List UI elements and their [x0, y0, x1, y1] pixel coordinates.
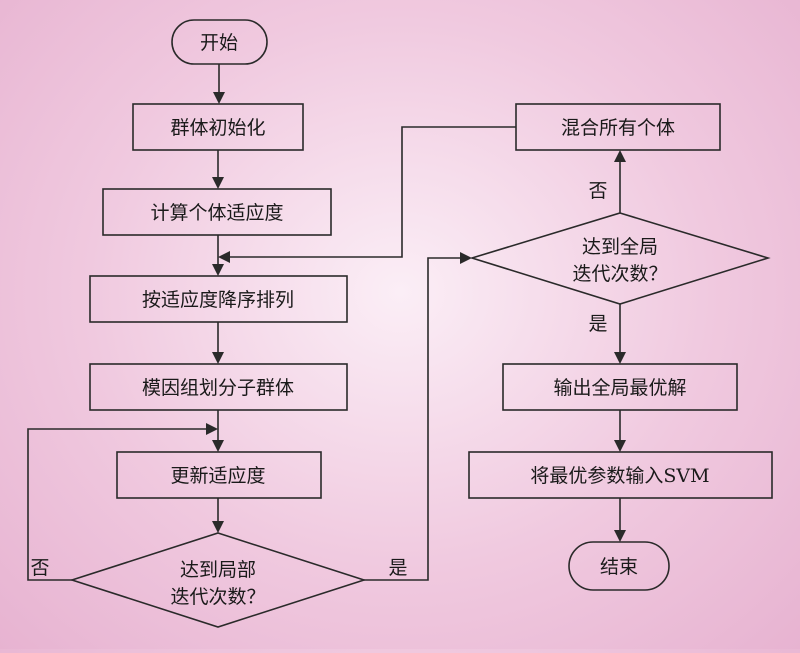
arrow-head-mix	[614, 150, 626, 162]
arrow-head-init	[213, 92, 225, 104]
start-label: 开始	[200, 32, 238, 54]
end-label: 结束	[600, 556, 638, 578]
output-global-best-label: 输出全局最优解	[553, 377, 686, 399]
arrow-head-update	[212, 440, 224, 452]
sort-fitness-box: 按适应度降序排列	[89, 275, 348, 323]
arrow-head-sort	[212, 264, 224, 276]
arrow-head-local	[212, 521, 224, 533]
feed-svm-box: 将最优参数输入SVM	[468, 451, 773, 499]
init-population-label: 群体初始化	[170, 117, 265, 139]
divide-subpopulations-box: 模因组划分子群体	[89, 363, 348, 411]
local-no-label: 否	[30, 557, 49, 579]
global-iteration-decision: 达到全局 迭代次数？	[469, 212, 771, 305]
update-fitness-label: 更新适应度	[170, 465, 265, 487]
compute-fitness-box: 计算个体适应度	[102, 188, 332, 236]
arrow-head-mix-return	[218, 251, 230, 263]
output-global-best-box: 输出全局最优解	[502, 363, 738, 411]
global-yes-label: 是	[588, 313, 607, 335]
path-local-yes	[364, 257, 460, 581]
global-check-line1: 达到全局	[582, 236, 658, 258]
arrow-head-fitness	[212, 177, 224, 189]
feed-svm-label: 将最优参数输入SVM	[530, 465, 709, 487]
start-terminal: 开始	[171, 19, 268, 65]
path-mix-return	[230, 126, 516, 258]
local-yes-label: 是	[388, 557, 407, 579]
arrow-head-loop-local	[206, 423, 218, 435]
local-iteration-decision: 达到局部 迭代次数？	[69, 532, 367, 628]
local-check-line2: 迭代次数？	[170, 586, 265, 608]
arrow-head-output	[614, 352, 626, 364]
end-terminal: 结束	[568, 541, 670, 591]
mix-individuals-label: 混合所有个体	[561, 117, 675, 139]
divide-subpopulations-label: 模因组划分子群体	[142, 377, 294, 399]
mix-individuals-box: 混合所有个体	[515, 103, 721, 151]
arrow-head-divide	[212, 352, 224, 364]
compute-fitness-label: 计算个体适应度	[150, 202, 283, 224]
sort-fitness-label: 按适应度降序排列	[142, 289, 294, 311]
global-no-label: 否	[588, 180, 607, 202]
connectors	[27, 64, 626, 581]
loop-local-no	[27, 428, 206, 581]
update-fitness-box: 更新适应度	[116, 451, 322, 499]
local-check-line1: 达到局部	[180, 559, 256, 581]
arrow-head-end	[614, 530, 626, 542]
arrow-head-global	[460, 252, 472, 264]
global-check-line2: 迭代次数？	[572, 263, 667, 285]
arrow-head-svm	[614, 440, 626, 452]
init-population-box: 群体初始化	[132, 103, 304, 151]
